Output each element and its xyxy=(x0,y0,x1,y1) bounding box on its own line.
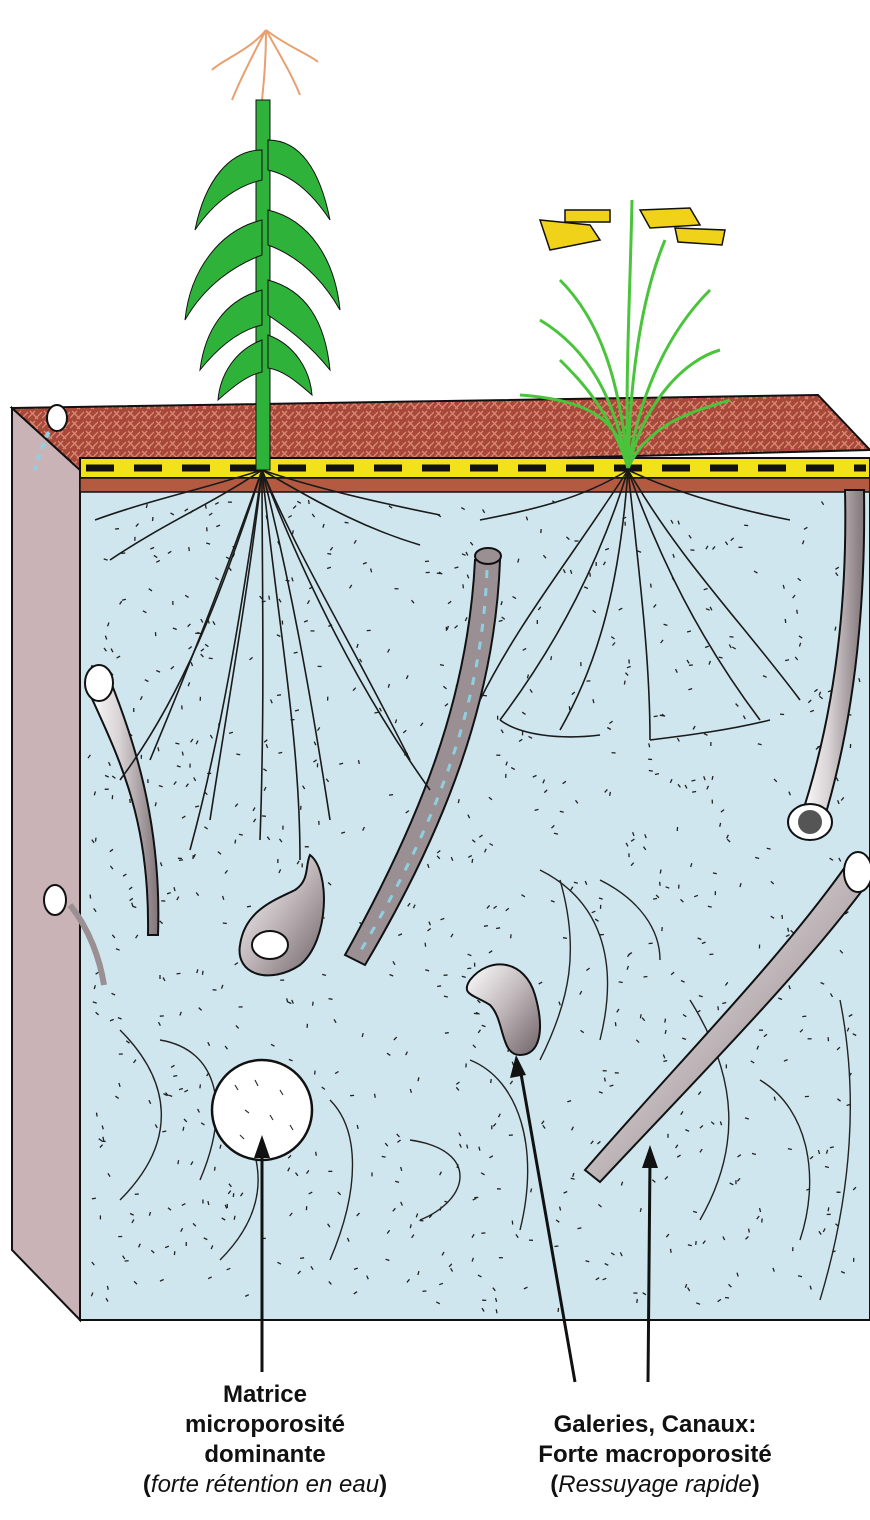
label-galeries-line1: Galeries, Canaux: xyxy=(490,1410,820,1440)
burrow-left-opening xyxy=(85,665,113,701)
label-matrice-line1: Matrice xyxy=(130,1380,400,1410)
arrow-galeries-canal xyxy=(648,1158,650,1382)
side-pore-upper xyxy=(47,405,67,431)
side-pore-lower xyxy=(44,885,66,915)
macropore-hook-opening xyxy=(252,931,288,959)
label-matrice: Matrice microporosité dominante (forte r… xyxy=(130,1380,400,1500)
label-galeries: Galeries, Canaux: Forte macroporosité (R… xyxy=(490,1410,820,1500)
label-matrice-line2: microporosité xyxy=(130,1410,400,1440)
subsoil-edge xyxy=(80,478,870,492)
soil-block-side-face xyxy=(12,408,80,1320)
label-matrice-line3: dominante xyxy=(130,1440,400,1470)
burrow-right-fill xyxy=(798,810,822,834)
label-galeries-line2: Forte macroporosité xyxy=(490,1440,820,1470)
burrow-lower-opening xyxy=(844,852,870,892)
label-galeries-note: (Ressuyage rapide) xyxy=(490,1470,820,1500)
burrow-central-opening xyxy=(475,548,501,564)
label-matrice-note: (forte rétention en eau) xyxy=(130,1470,400,1500)
